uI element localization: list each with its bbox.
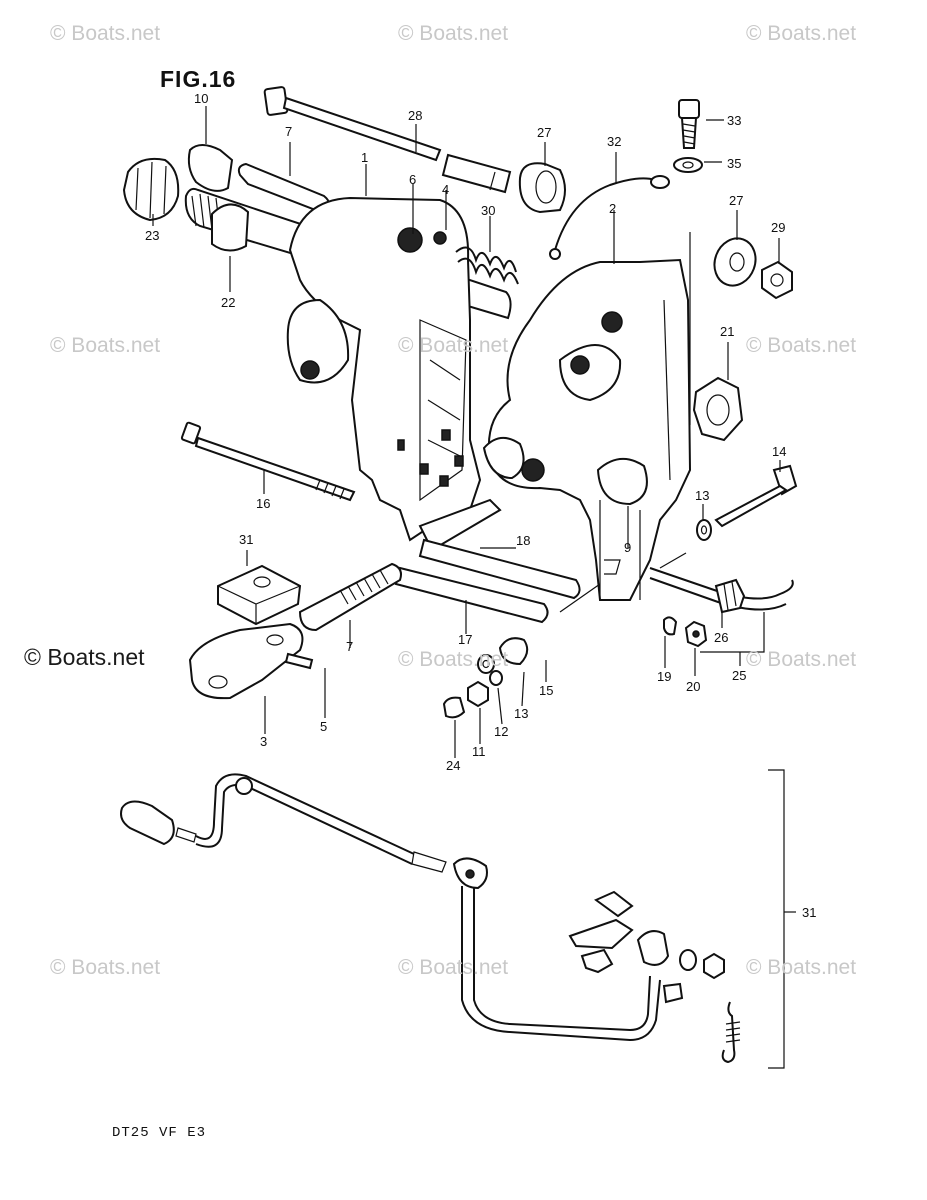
part-7-tilt-pin [298,562,402,632]
callout-25: 25 [732,668,746,683]
figure-code: DT25 VF E3 [112,1125,207,1141]
bracket-31 [768,769,785,1069]
part-20-nut [684,620,708,648]
callout-4: 4 [442,182,449,197]
part-13-washer [477,654,495,674]
callout-21: 21 [720,324,734,339]
callout-26: 26 [714,630,728,645]
part-10-bushing [187,144,234,192]
part-35-washer [673,157,703,173]
part-18-shaft [418,538,581,600]
part-32-block [217,564,302,626]
callout-27-top: 27 [537,125,551,140]
callout-15: 15 [539,683,553,698]
callout-8: 7 [285,124,292,139]
callout-27-right: 27 [729,193,743,208]
callout-13: 13 [514,706,528,721]
watermark: © Boats.net [746,22,857,45]
part-3-lever [188,622,304,700]
callout-30: 30 [481,203,495,218]
callout-33: 32 [607,134,621,149]
callout-31: 31 [802,905,816,920]
callout-labels: 10 7 23 22 1 28 6 4 30 27 32 2 33 35 27 … [145,91,816,920]
callout-22: 22 [221,295,235,310]
callout-19: 19 [657,669,671,684]
part-14-bolt [714,464,798,528]
watermark: © Boats.net [398,22,509,45]
part-27-bushing-top [518,162,566,214]
watermark: © Boats.net [746,648,857,671]
part-21-nut [692,376,744,442]
callout-18: 18 [516,533,530,548]
part-15-bushing [498,637,529,666]
callout-7: 7 [346,639,353,654]
callout-24: 24 [446,758,460,773]
part-13-washer-right [696,519,712,541]
callout-34: 33 [727,113,741,128]
callout-29: 29 [771,220,785,235]
callout-2: 2 [609,201,616,216]
part-33-ground-wire [549,175,670,260]
watermark: © Boats.net [50,956,161,979]
callout-3: 3 [260,734,267,749]
callout-5: 5 [320,719,327,734]
part-34-bolt [678,99,700,149]
part-28-bolt [263,86,442,162]
callout-16: 16 [256,496,270,511]
callout-11: 11 [472,744,486,759]
callout-28: 28 [408,108,422,123]
watermark: © Boats.net [50,22,161,45]
callout-6: 6 [409,172,416,187]
callout-20: 20 [686,679,700,694]
watermark: © Boats.net [398,956,509,979]
part-5-pin [284,652,314,670]
part-11-nut [467,680,489,708]
part-26-fitting [714,578,746,614]
part-17-shaft [394,566,549,624]
watermark: © Boats.net [398,334,509,357]
figure-title: FIG.16 [160,66,237,92]
part-29-nut [761,260,793,300]
part-30-spring [455,246,519,285]
part-16-bolt [180,421,356,502]
callout-23: 23 [145,228,159,243]
callout-35: 35 [727,156,741,171]
watermark: © Boats.net [746,334,857,357]
callout-14: 14 [772,444,786,459]
part-12-lock-washer [489,670,503,686]
part-23-cap-nut [122,157,180,222]
callout-1: 1 [361,150,368,165]
part-2-swivel-bracket-right [482,258,692,601]
watermark: © Boats.net [24,644,145,670]
callout-12: 12 [494,724,508,739]
part-24-cap [442,696,466,719]
part-27-washer-right [713,237,757,287]
callout-10: 10 [194,91,208,106]
callout-9: 9 [624,540,631,555]
callout-32: 31 [239,532,253,547]
watermark: © Boats.net [398,648,509,671]
callout-13-right: 13 [695,488,709,503]
part-27-sleeve-bolt [441,153,512,194]
watermark: © Boats.net [746,956,857,979]
callout-17: 17 [458,632,472,647]
watermark: © Boats.net [50,334,161,357]
leader-lines [152,106,781,758]
part-31-rod-assembly [120,773,741,1064]
part-19-lock-washer [663,616,678,636]
